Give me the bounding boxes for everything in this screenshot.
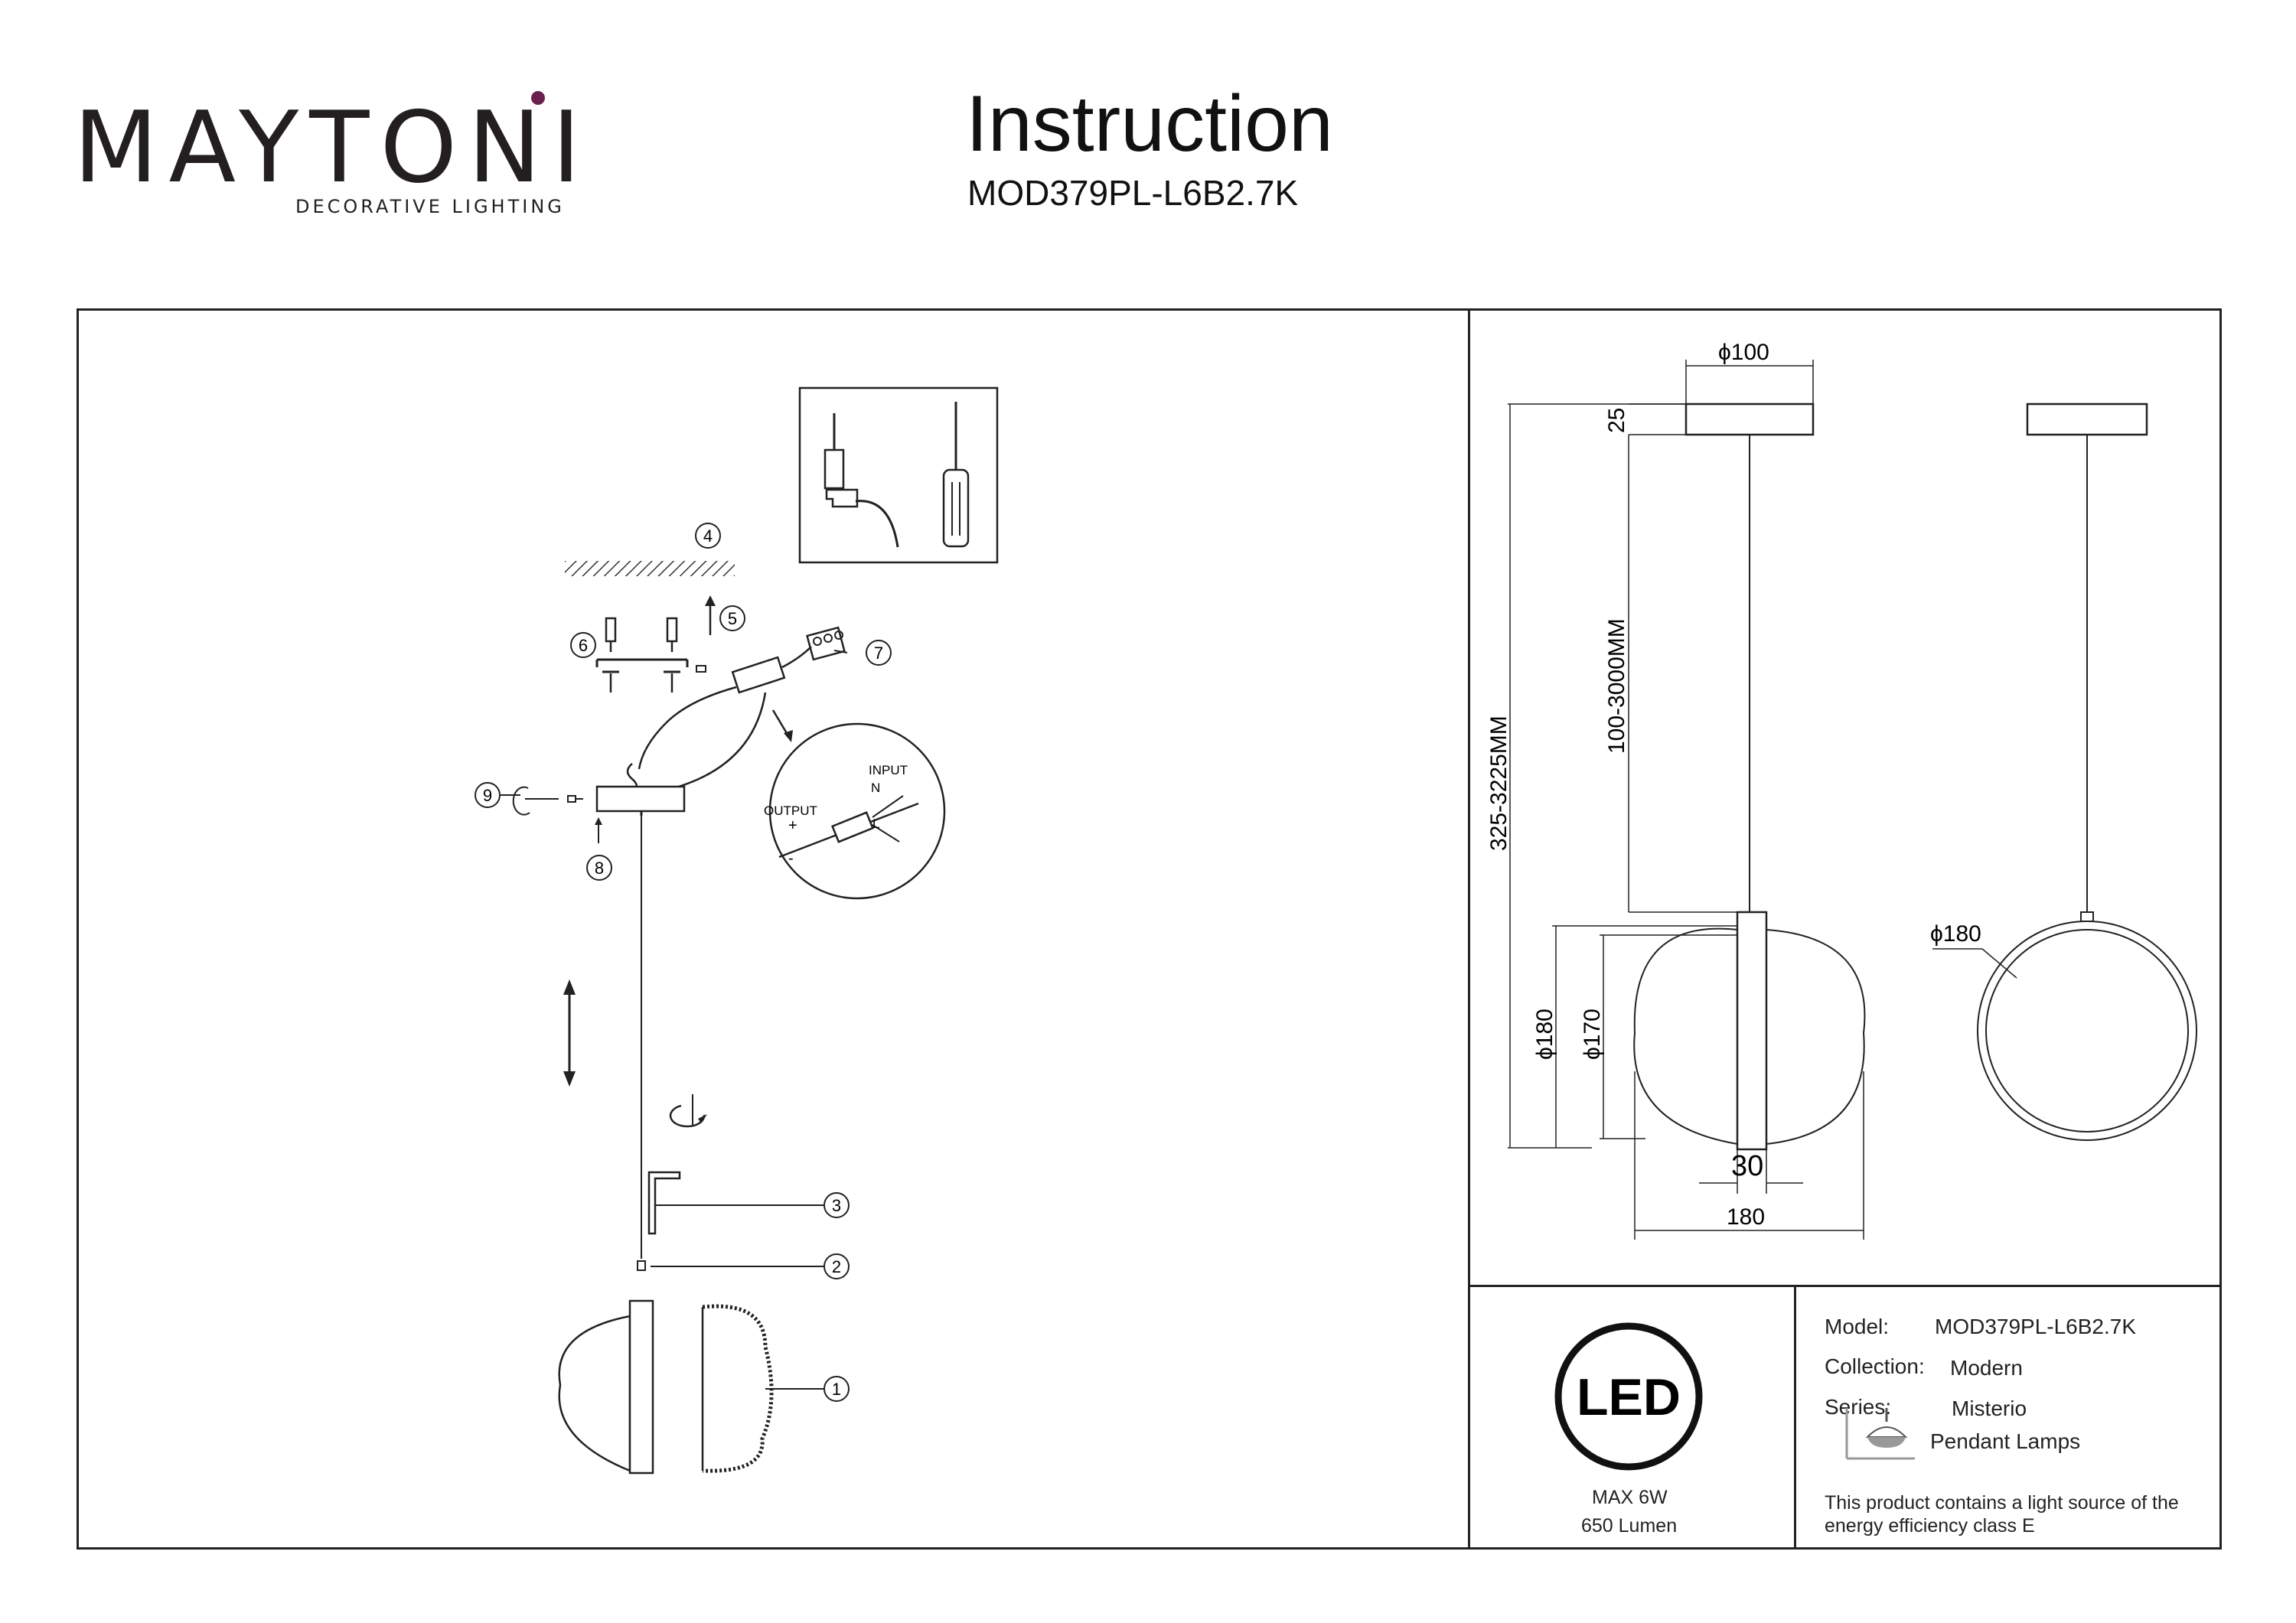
svg-text:7: 7 (874, 644, 883, 663)
led-badge-text: LED (1577, 1368, 1681, 1426)
dim-body-width: 30 (1731, 1150, 1763, 1182)
lamp-front (1633, 911, 1866, 1151)
svg-text:5: 5 (728, 609, 737, 628)
svg-text:6: 6 (579, 636, 588, 655)
canopy-side (2026, 402, 2148, 436)
led-icon: LED (1552, 1320, 1705, 1473)
canopy (595, 785, 686, 843)
spec-series-value: Misterio (1952, 1396, 2027, 1420)
callout-6: 6 (570, 632, 596, 658)
adjust-height-arrow-icon (563, 979, 576, 1087)
callout-7: 7 (866, 640, 892, 666)
screwdriver-icon (942, 402, 970, 548)
svg-text:4: 4 (703, 526, 713, 546)
spec-collection-label: Collection: (1825, 1354, 1925, 1378)
led-lumen: 650 Lumen (1581, 1515, 1678, 1537)
panel-divider (1468, 308, 1470, 1550)
dim-ring-diameter: ϕ180 (1930, 921, 1981, 947)
brand-name: MAYTONI (73, 91, 592, 205)
brand-tagline: DECORATIVE LIGHTING (295, 196, 565, 217)
svg-text:1: 1 (832, 1380, 841, 1399)
spec-series-label: Series: (1825, 1395, 1892, 1419)
connector-input-label: INPUT (869, 763, 908, 777)
page-title: Instruction (966, 80, 1333, 168)
rotate-arrow-icon (669, 1094, 707, 1128)
led-max-power: MAX 6W (1592, 1487, 1668, 1508)
callout-9: 9 (475, 782, 501, 808)
dim-canopy-diameter: ϕ100 (1718, 340, 1769, 365)
tools-inset (798, 386, 999, 564)
spec-collection-value: Modern (1950, 1356, 2023, 1380)
dim-total-height: 325-3225MM (1486, 715, 1512, 851)
drill-icon (823, 413, 899, 548)
grub-screw (637, 1260, 646, 1271)
lamp-ring-side (1977, 921, 2197, 1141)
page-model-number: MOD379PL-L6B2.7K (967, 173, 1299, 213)
connector-l-label: L (872, 816, 879, 831)
spec-model-value: MOD379PL-L6B2.7K (1935, 1315, 2137, 1338)
dim-overall-width: 180 (1727, 1204, 1765, 1230)
hex-key (647, 1171, 681, 1235)
connector-minus-label: - (788, 850, 794, 867)
spec-energy-line-1: This product contains a light source of … (1825, 1492, 2179, 1514)
driver-box (731, 656, 786, 694)
terminal-block (806, 626, 846, 661)
instruction-frame (77, 308, 2222, 1550)
canopy-front (1684, 402, 1815, 436)
spec-model-label: Model: (1825, 1315, 1890, 1338)
spec-type-value: Pendant Lamps (1930, 1429, 2081, 1453)
brand-logo: MAYTONI (73, 99, 592, 197)
callout-8: 8 (586, 855, 612, 881)
callouts: 1 2 3 4 5 6 7 8 9 (475, 523, 892, 1402)
spec-energy-line-2: energy efficiency class E (1825, 1515, 2035, 1537)
assembly-diagram: INPUT N L OUTPUT + - (475, 386, 999, 1475)
callout-4: 4 (695, 523, 721, 549)
info-column-divider (1794, 1285, 1796, 1550)
led-badge-icon: LED (1554, 1322, 1703, 1471)
set-screw (512, 786, 583, 816)
dim-canopy-height: 25 (1604, 408, 1629, 433)
brand-logo-dot (531, 91, 545, 105)
info-divider (1468, 1285, 2222, 1287)
svg-text:8: 8 (595, 859, 604, 878)
mounting-bracket (595, 617, 706, 693)
svg-text:2: 2 (832, 1257, 841, 1276)
dim-shade-outer: ϕ180 (1532, 1009, 1557, 1060)
connector-output-label: OUTPUT (764, 803, 817, 818)
svg-text:3: 3 (832, 1196, 841, 1215)
svg-text:9: 9 (483, 786, 492, 805)
lamp-body (558, 1299, 774, 1475)
dim-cable-length: 100-3000MM (1604, 618, 1629, 754)
callout-2: 2 (823, 1253, 850, 1279)
callout-3: 3 (823, 1192, 850, 1218)
connector-plus-label: + (788, 817, 797, 834)
connector-detail: INPUT N L OUTPUT + - (764, 722, 946, 900)
dimension-drawing: ϕ100 25 100-3000MM 325-3225MM ϕ180 ϕ170 … (1486, 340, 2197, 1240)
pendant-lamp-icon (1845, 1408, 1915, 1460)
ceiling-hatch (565, 561, 735, 576)
connector-n-label: N (871, 781, 880, 795)
dim-shade-inner: ϕ170 (1580, 1009, 1605, 1060)
callout-1: 1 (823, 1376, 850, 1402)
callout-5: 5 (719, 605, 745, 631)
